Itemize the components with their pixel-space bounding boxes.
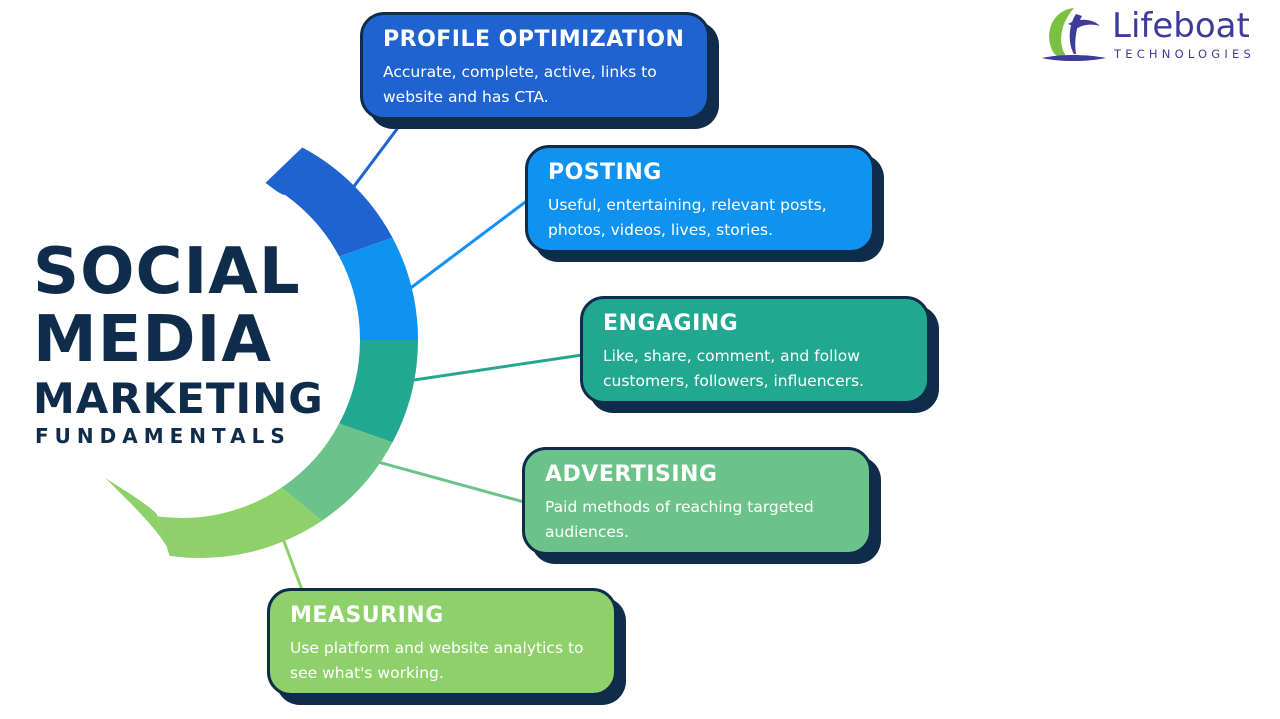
card-face: ENGAGING Like, share, comment, and follo… — [580, 296, 930, 404]
card-heading: PROFILE OPTIMIZATION — [383, 27, 685, 52]
card-heading: MEASURING — [290, 603, 444, 628]
card-body: Like, share, comment, and follow custome… — [603, 347, 864, 390]
card-face: POSTING Useful, entertaining, relevant p… — [525, 145, 875, 253]
card-measuring: MEASURING Use platform and website analy… — [267, 588, 626, 705]
title-line-fundamentals: FUNDAMENTALS — [35, 424, 291, 448]
crescent-segment-measuring — [157, 487, 322, 558]
connector-engaging — [413, 353, 583, 382]
card-face: ADVERTISING Paid methods of reaching tar… — [522, 447, 872, 555]
card-engaging: ENGAGING Like, share, comment, and follo… — [580, 296, 939, 413]
crescent-segment-profile — [265, 147, 393, 257]
connector-advertising — [377, 460, 525, 504]
card-body: Useful, entertaining, relevant posts, ph… — [548, 196, 827, 239]
card-body: Accurate, complete, active, links to web… — [383, 63, 657, 106]
crescent-segment-engaging — [339, 340, 418, 443]
crescent-segment-posting — [339, 237, 418, 340]
crescent-tip-bottom — [105, 478, 170, 556]
lifeboat-sail-icon — [1042, 8, 1106, 61]
title-line-marketing: MARKETING — [33, 374, 324, 423]
logo-wordmark: Lifeboat — [1112, 6, 1250, 46]
crescent-tip-top — [265, 144, 306, 195]
card-advertising: ADVERTISING Paid methods of reaching tar… — [522, 447, 881, 564]
card-face: PROFILE OPTIMIZATION Accurate, complete,… — [360, 12, 710, 120]
card-profile-optimization: PROFILE OPTIMIZATION Accurate, complete,… — [360, 12, 719, 129]
title-line-social: SOCIAL — [33, 235, 301, 309]
title-line-media: MEDIA — [33, 303, 272, 377]
crescent-segment-advertising — [281, 423, 393, 521]
logo-tagline: TECHNOLOGIES — [1114, 47, 1255, 61]
card-body: Paid methods of reaching targeted audien… — [545, 498, 814, 541]
lifeboat-logo[interactable]: Lifeboat TECHNOLOGIES — [1038, 4, 1270, 66]
card-heading: ENGAGING — [603, 311, 739, 336]
card-face: MEASURING Use platform and website analy… — [267, 588, 617, 696]
connector-posting — [407, 198, 529, 292]
card-heading: POSTING — [548, 160, 662, 185]
card-heading: ADVERTISING — [545, 462, 718, 487]
crescent-segments — [105, 144, 418, 558]
card-posting: POSTING Useful, entertaining, relevant p… — [525, 145, 884, 262]
card-body: Use platform and website analytics to se… — [290, 639, 584, 682]
